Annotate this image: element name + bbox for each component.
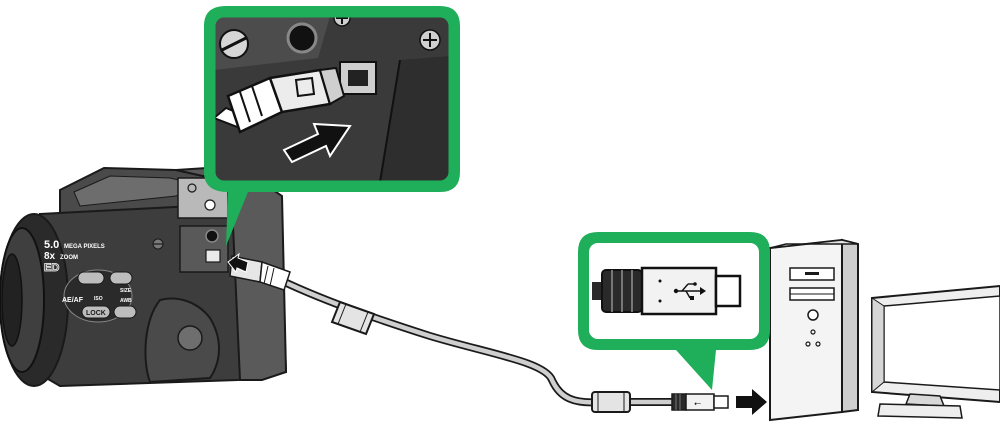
label-iso: ISO [94, 296, 103, 302]
megapixels-number: 5.0 [44, 239, 59, 251]
callout-camera-port-closeup [204, 6, 460, 246]
usb-mini-port-icon [205, 249, 221, 263]
flash-button[interactable] [77, 271, 105, 285]
computer-monitor [871, 284, 1000, 419]
av-port [205, 229, 219, 243]
port-panel [179, 225, 229, 273]
power-button-icon [807, 309, 819, 321]
av-port [286, 22, 318, 54]
label-awb: AWB [120, 298, 132, 304]
usb-a-plug-closeup [592, 266, 742, 316]
zoom-text: ZOOM [60, 255, 78, 261]
megapixels-text: MEGA PIXELS [64, 244, 105, 250]
camera-button-cluster [63, 269, 137, 323]
ae-af-lock-button[interactable] [81, 305, 111, 319]
zoom-number: 8x [44, 251, 56, 262]
ferrite-core-camera-side [330, 300, 376, 336]
insert-arrow-small-icon [227, 252, 249, 274]
monitor-screen [883, 295, 1000, 391]
ferrite-core-pc-side [591, 391, 631, 413]
mode-dial [177, 325, 203, 351]
right-arrow-icon [736, 389, 767, 415]
right-arrow-icon [282, 122, 352, 164]
usb-trident-icon: ⭠ [694, 399, 701, 409]
usb-trident-icon [673, 282, 706, 300]
digital-camera: 5.0 MEGA PIXELS 8x ZOOM ED AE/AF LOCK IS… [0, 164, 291, 388]
macro-button[interactable] [109, 271, 133, 285]
computer-tower [769, 238, 859, 422]
usb-mini-plug-closeup [214, 66, 346, 134]
callout-usb-a-plug-closeup [578, 232, 770, 390]
label-lock: LOCK [86, 310, 106, 317]
usb-a-plug-small: ⭠ [671, 393, 729, 411]
lens-badge: ED [44, 262, 59, 274]
monitor-stand [877, 403, 963, 419]
label-aeaf: AE/AF [62, 297, 84, 304]
camera-lens [0, 213, 69, 387]
label-size: SIZE [120, 288, 132, 294]
usb-cable: ⭠ [268, 272, 767, 415]
awb-button[interactable] [113, 305, 137, 319]
